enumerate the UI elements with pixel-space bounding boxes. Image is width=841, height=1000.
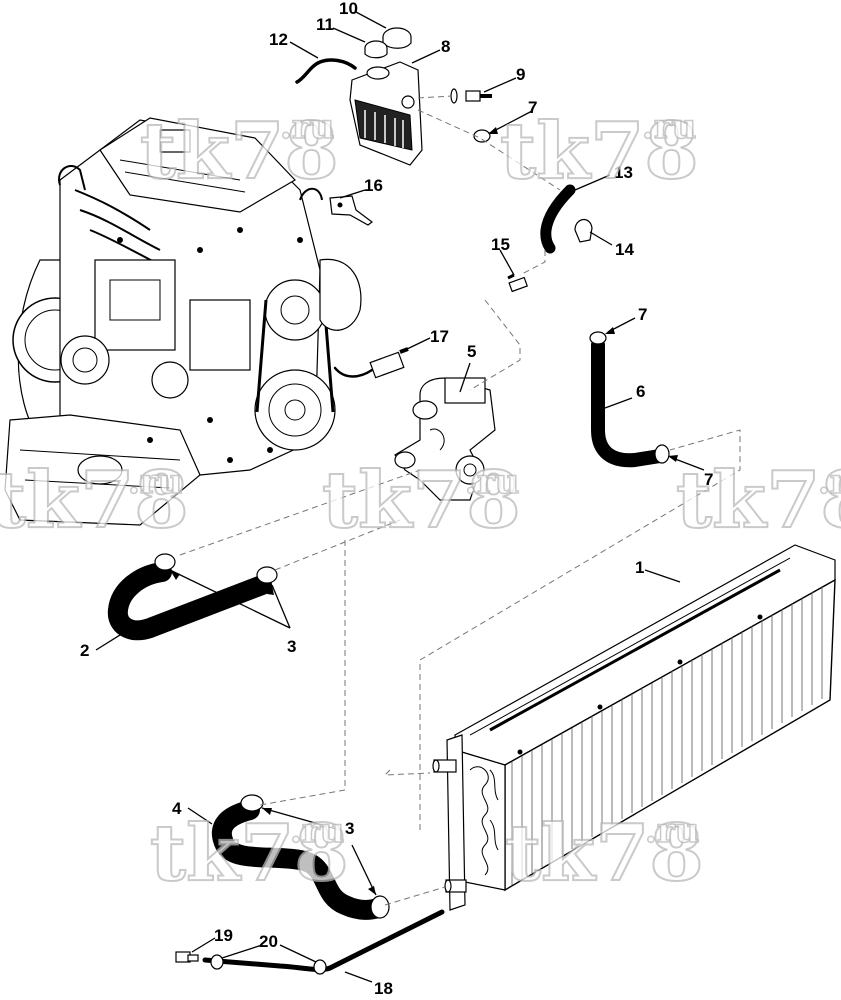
watermark-text: tk78 [322,455,521,546]
callout-labels: 1 2 3 3 4 5 6 7 7 7 8 9 10 11 12 13 14 1… [80,0,713,998]
callout-11: 11 [316,15,334,34]
callout-17: 17 [430,327,449,346]
bypass-hose [591,338,667,468]
lower-radiator-hose [211,800,388,920]
callout-7: 7 [638,305,647,324]
overflow-hose [295,58,357,84]
hose-bracket [574,219,593,243]
callout-7: 7 [528,98,537,117]
callout-8: 8 [441,37,450,56]
callout-2: 2 [80,641,89,660]
hose-connector [507,273,528,293]
callout-12: 12 [269,30,288,49]
watermark-suffix: .ru [818,462,841,502]
watermark-suffix: .ru [290,811,344,851]
callout-3: 3 [345,819,354,838]
callout-20: 20 [259,932,278,951]
watermark-suffix: .ru [642,107,696,147]
watermarks: tk78 .ru tk78 .ru tk78 .ru tk78 .ru tk78… [0,105,841,900]
watermark-text: tk78 [676,455,841,546]
watermark-suffix: .ru [465,462,519,502]
watermark-suffix: .ru [645,811,699,851]
callout-16: 16 [364,176,383,195]
drain-tube [202,909,445,973]
tank-hose [540,184,576,254]
leader-lines [95,11,705,983]
tube-clip [210,954,327,975]
callout-4: 4 [172,799,182,818]
callout-3: 3 [287,637,296,656]
callout-15: 15 [491,235,510,254]
drain-valve [175,951,199,963]
thermostat-housing [394,377,496,501]
watermark-text: tk78 [500,106,699,197]
hose-clamp [154,129,670,919]
callout-18: 18 [374,979,393,998]
callout-19: 19 [214,926,233,945]
callout-9: 9 [516,65,525,84]
callout-7: 7 [704,470,713,489]
upper-radiator-hose [107,562,272,641]
callout-10: 10 [339,0,358,18]
radiator [432,544,836,911]
watermark-text: tk78 [150,808,349,899]
callout-14: 14 [615,240,634,259]
watermark-text: tk78 [140,106,339,197]
callout-13: 13 [614,163,633,182]
watermark-text: tk78 [505,808,704,899]
tank-cap [382,27,412,49]
callout-1: 1 [635,558,644,577]
expansion-tank [349,61,423,166]
assembly-lines [179,95,741,906]
watermark-text: tk78 [0,455,189,546]
watermark-suffix: .ru [280,107,334,147]
engine [4,117,362,526]
mounting-bracket [329,195,373,226]
callout-6: 6 [636,382,645,401]
temperature-sensor [333,347,409,379]
watermark-suffix: .ru [128,462,182,502]
tank-plug [364,40,388,59]
callout-5: 5 [467,342,476,361]
